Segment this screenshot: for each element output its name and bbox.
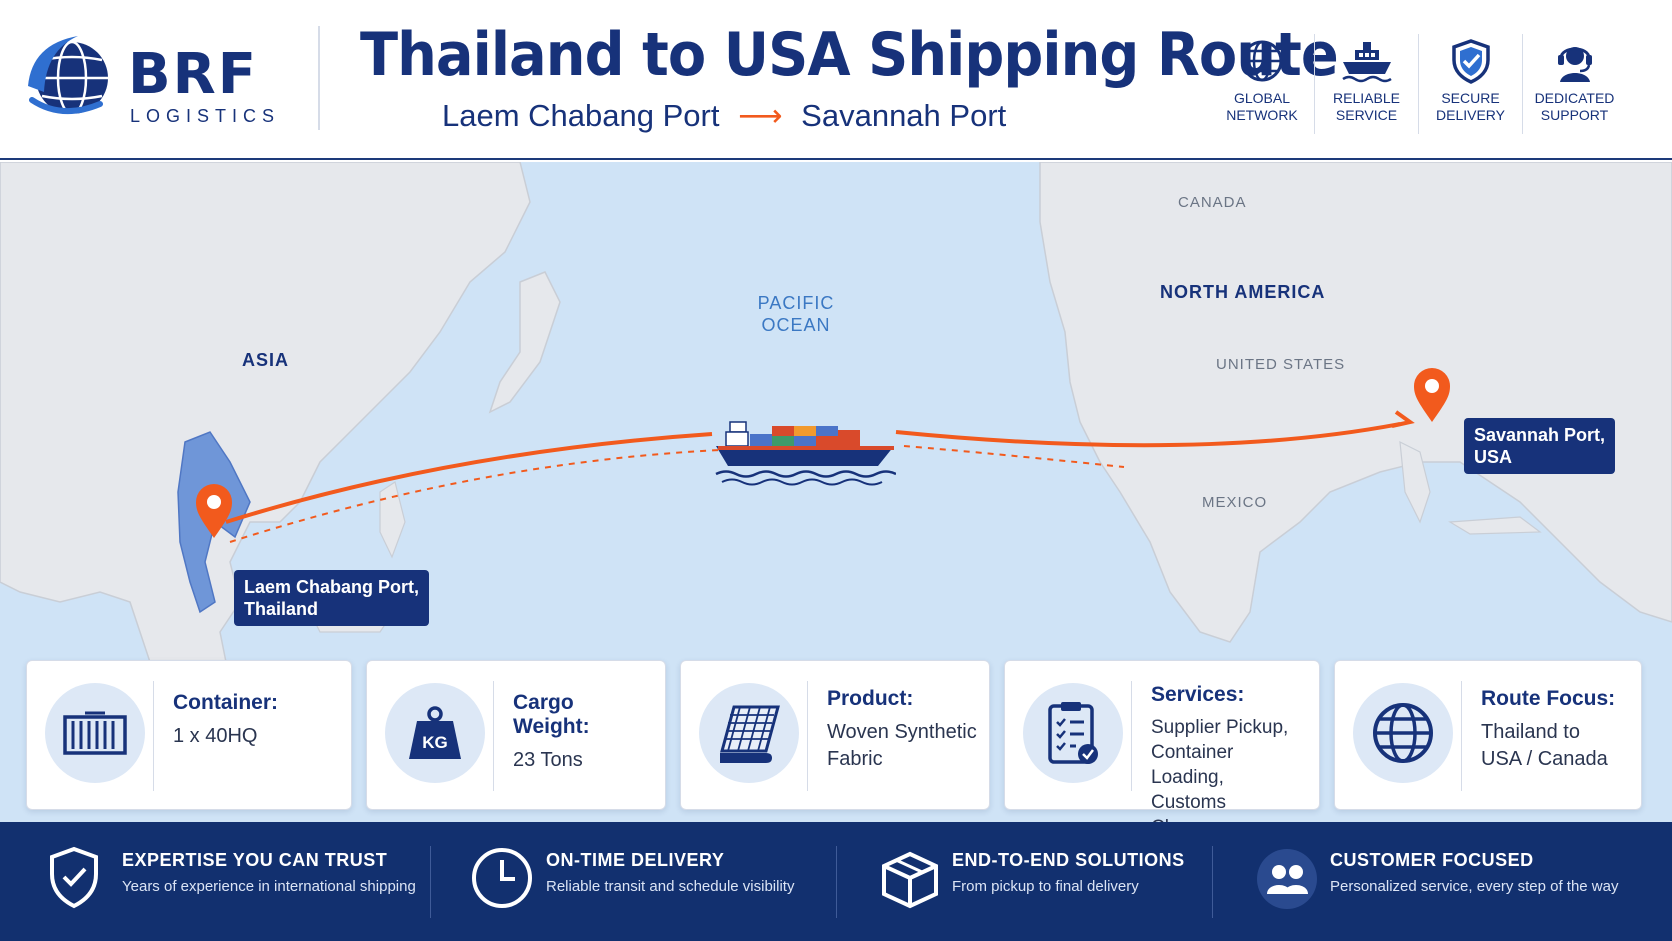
header-divider: [318, 26, 320, 130]
route-dashed-west: [229, 449, 721, 543]
card-title: Route Focus:: [1481, 687, 1616, 710]
globe-icon: [1373, 703, 1433, 763]
card-value: USA / Canada: [1481, 748, 1608, 770]
footer-subtitle: Personalized service, every step of the …: [1330, 878, 1619, 895]
route-dashed-east: [903, 445, 1125, 468]
shipment-details: Container: 1 x 40HQ KG Cargo Weight: 23 …: [26, 660, 1642, 838]
footer-title: ON-TIME DELIVERY: [546, 850, 725, 870]
japan-landmass: [488, 271, 561, 414]
footer-item-on-time[interactable]: ON-TIME DELIVERY Reliable transit and sc…: [470, 840, 830, 922]
cargo-ship-icon: [715, 421, 896, 486]
container-icon: [63, 711, 127, 755]
card-value: 1 x 40HQ: [173, 725, 258, 747]
card-title: Cargo Weight:: [513, 691, 590, 738]
card-icon-wrap: [45, 683, 145, 783]
origin-port-label: Laem Chabang Port: [442, 98, 720, 133]
users-icon: [1257, 849, 1317, 909]
shield-check-icon: [50, 846, 98, 909]
card-title: Container:: [173, 691, 278, 714]
footer-item-expertise[interactable]: EXPERTISE YOU CAN TRUST Years of experie…: [46, 840, 426, 922]
footer-title: CUSTOMER FOCUSED: [1330, 850, 1534, 870]
card-product[interactable]: Product: Woven Synthetic Fabric: [680, 660, 990, 810]
card-value: Thailand to: [1481, 721, 1580, 743]
checklist-icon: [1048, 702, 1098, 764]
brand-name: BRF: [128, 42, 259, 107]
origin-port-tag[interactable]: Laem Chabang Port,Thailand: [234, 570, 430, 626]
card-icon-wrap: [1023, 683, 1123, 783]
fabric-icon: [720, 705, 780, 763]
destination-port-label: Savannah Port: [801, 98, 1007, 133]
map-label-north-america: NORTH AMERICA: [1160, 282, 1326, 302]
card-value: Supplier Pickup,: [1151, 717, 1289, 738]
card-value: Woven Synthetic: [827, 721, 977, 743]
destination-pin-icon[interactable]: [1414, 368, 1450, 422]
shield-icon: [1451, 39, 1490, 84]
origin-pin-icon[interactable]: [196, 484, 232, 538]
page-title: Thailand to USA Shipping Route: [360, 20, 1339, 90]
footer-item-end-to-end[interactable]: END-TO-END SOLUTIONS From pickup to fina…: [876, 840, 1206, 922]
clock-icon: [472, 848, 532, 908]
logo-globe-icon: [28, 36, 108, 116]
card-cargo-weight[interactable]: KG Cargo Weight: 23 Tons: [366, 660, 666, 810]
card-route-focus[interactable]: Route Focus: Thailand to USA / Canada: [1334, 660, 1642, 810]
footer: EXPERTISE YOU CAN TRUST Years of experie…: [0, 822, 1672, 941]
footer-title: END-TO-END SOLUTIONS: [952, 850, 1185, 870]
route-line-east: [895, 422, 1401, 448]
ship-icon: [1341, 42, 1392, 83]
asia-landmass: [0, 162, 531, 764]
islands-landmass: [379, 481, 406, 559]
card-icon-wrap: [1353, 683, 1453, 783]
box-icon: [882, 851, 938, 909]
headset-icon: [1557, 47, 1592, 82]
map-label-mexico: MEXICO: [1202, 494, 1268, 511]
footer-subtitle: From pickup to final delivery: [952, 878, 1139, 895]
footer-item-customer-focused[interactable]: CUSTOMER FOCUSED Personalized service, e…: [1254, 840, 1654, 922]
arrow-right-icon: ⟶: [738, 98, 783, 133]
card-title: Product:: [827, 687, 914, 710]
header: BRF LOGISTICS Thailand to USA Shipping R…: [0, 0, 1672, 160]
map-label-asia: ASIA: [242, 350, 290, 370]
map-label-united-states: UNITED STATES: [1216, 356, 1346, 373]
globe-icon: [1241, 40, 1283, 82]
route-arrowhead-icon: [1391, 410, 1415, 428]
brand-logo[interactable]: BRF LOGISTICS: [22, 30, 322, 130]
map-label-canada: CANADA: [1178, 194, 1247, 211]
destination-port-tag[interactable]: Savannah Port,USA: [1464, 418, 1616, 474]
weight-icon: KG: [409, 706, 461, 759]
card-services[interactable]: Services: Supplier Pickup, Container Loa…: [1004, 660, 1320, 838]
footer-title: EXPERTISE YOU CAN TRUST: [122, 850, 388, 870]
route-line-west: [225, 432, 713, 524]
brand-tagline: LOGISTICS: [130, 106, 281, 126]
svg-text:KG: KG: [422, 733, 448, 752]
card-value: 23 Tons: [513, 749, 583, 771]
card-icon-wrap: KG: [385, 683, 485, 783]
north-america-landmass: [1039, 162, 1672, 643]
card-title: Services:: [1151, 683, 1245, 706]
card-value: Container Loading,: [1151, 742, 1234, 788]
footer-subtitle: Reliable transit and schedule visibility: [546, 878, 795, 895]
card-value: Fabric: [827, 748, 883, 770]
florida-landmass: [1399, 440, 1431, 524]
caribbean-landmass: [1448, 516, 1542, 535]
route-subtitle: Laem Chabang Port ⟶ Savannah Port: [442, 98, 1006, 134]
card-container[interactable]: Container: 1 x 40HQ: [26, 660, 352, 810]
footer-subtitle: Years of experience in international shi…: [122, 878, 416, 895]
card-icon-wrap: [699, 683, 799, 783]
